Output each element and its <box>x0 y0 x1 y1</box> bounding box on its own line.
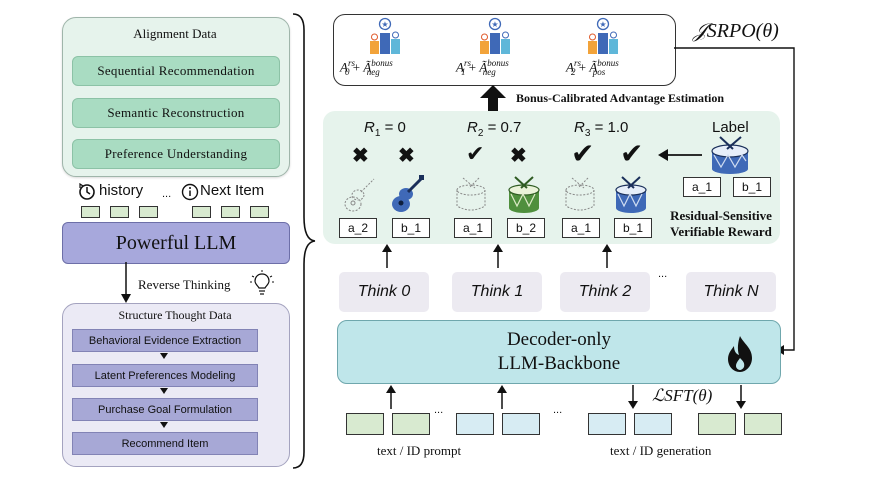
generation-token <box>588 413 626 435</box>
prompt-caption: text / ID prompt <box>377 443 462 458</box>
podium-icon: ★ <box>480 17 510 54</box>
think-2-box: Think 2 <box>560 272 650 312</box>
cross-mark: ✖ <box>398 145 415 167</box>
generation-caption: text / ID generation <box>610 443 712 458</box>
candidate-label: a_2 <box>339 218 377 238</box>
candidate-label: b_1 <box>614 218 652 238</box>
flow-arrow <box>160 422 168 428</box>
candidate-label: a_1 <box>454 218 492 238</box>
history-token <box>110 206 129 218</box>
svg-text:★: ★ <box>491 20 498 29</box>
think-1-box: Think 1 <box>452 272 542 312</box>
generation-token <box>744 413 782 435</box>
info-icon <box>181 183 199 201</box>
cross-mark: ✖ <box>352 145 369 167</box>
next-item-token <box>192 206 211 218</box>
reverse-thinking-arrow <box>121 262 131 303</box>
up-arrow <box>602 244 612 268</box>
guitar-blue-icon <box>392 175 424 212</box>
sft-loss: ℒSFT(θ) <box>652 386 713 405</box>
prompt-token <box>392 413 430 435</box>
drum-outline-icon <box>565 177 595 211</box>
candidate-label: b_2 <box>507 218 545 238</box>
curly-brace <box>292 13 316 469</box>
powerful-llm-box: Powerful LLM <box>62 222 290 264</box>
drum-green-icon <box>508 176 540 213</box>
next-item-label: Next Item <box>200 182 265 199</box>
reverse-thinking-label: Reverse Thinking <box>138 277 231 292</box>
alignment-data-title: Alignment Data <box>133 26 217 41</box>
purchase-goal-box: Purchase Goal Formulation <box>72 398 258 421</box>
label-drum-icon <box>711 136 749 174</box>
prompt-token <box>502 413 540 435</box>
advantage-formula-1: Ars1 + Ãbonusneg <box>456 58 509 77</box>
up-arrow <box>493 244 503 268</box>
think-ellipsis: ... <box>658 268 668 280</box>
up-arrow <box>497 385 507 409</box>
flow-arrow <box>160 388 168 394</box>
ground-truth-label: b_1 <box>733 177 771 197</box>
svg-text:★: ★ <box>599 20 606 29</box>
preference-understanding-box: Preference Understanding <box>72 139 280 169</box>
generation-token <box>698 413 736 435</box>
up-arrow <box>386 385 396 409</box>
recommend-item-box: Recommend Item <box>72 432 258 455</box>
sequential-recommendation-box: Sequential Recommendation <box>72 56 280 86</box>
candidate-label: a_1 <box>562 218 600 238</box>
label-title: Label <box>712 119 749 136</box>
bonus-calibrated-caption: Bonus-Calibrated Advantage Estimation <box>516 91 725 105</box>
reward-r1: R1 = 0 <box>364 119 406 139</box>
history-clock-icon <box>79 183 95 200</box>
srpo-objective: 𝒥SRPO(θ) <box>693 20 779 42</box>
drum-blue-icon <box>615 176 647 213</box>
label-compare-arrow <box>658 149 702 161</box>
history-token <box>139 206 158 218</box>
latent-preferences-box: Latent Preferences Modeling <box>72 364 258 387</box>
advantage-formula-2: Ars2 + Ãbonuspos <box>566 58 619 77</box>
next-item-token <box>221 206 240 218</box>
guitar-outline-icon <box>344 178 375 212</box>
think-0-box: Think 0 <box>339 272 429 312</box>
down-arrow <box>628 385 638 409</box>
semantic-reconstruction-box: Semantic Reconstruction <box>72 98 280 128</box>
generation-token <box>634 413 672 435</box>
up-arrow <box>382 244 392 268</box>
next-item-token <box>250 206 269 218</box>
candidate-label: b_1 <box>392 218 430 238</box>
flow-arrow <box>160 353 168 359</box>
history-label: history <box>99 182 144 199</box>
check-mark: ✔ <box>571 138 595 169</box>
cross-mark: ✖ <box>510 145 527 167</box>
prompt-token <box>346 413 384 435</box>
podium-icon: ★ <box>588 17 618 54</box>
think-n-box: Think N <box>686 272 776 312</box>
structure-thought-title: Structure Thought Data <box>118 308 232 322</box>
history-ellipsis: ... <box>162 188 172 200</box>
podium-icon: ★ <box>370 17 400 54</box>
behavioral-evidence-box: Behavioral Evidence Extraction <box>72 329 258 352</box>
prompt-token <box>456 413 494 435</box>
reward-r2: R2 = 0.7 <box>467 119 522 139</box>
advantage-formula-0: Ars0 + Ãbonusneg <box>340 58 393 77</box>
generation-ellipsis: ... <box>553 404 563 416</box>
history-token <box>81 206 100 218</box>
ground-truth-label: a_1 <box>683 177 721 197</box>
down-arrow <box>736 385 746 409</box>
prompt-ellipsis: ... <box>434 404 444 416</box>
check-mark: ✔ <box>466 141 485 166</box>
drum-outline-icon <box>456 177 486 211</box>
check-mark: ✔ <box>620 138 644 169</box>
advantage-up-arrow <box>480 85 506 112</box>
lightbulb-icon <box>250 270 274 295</box>
reward-r3: R3 = 1.0 <box>574 119 629 139</box>
svg-text:★: ★ <box>381 20 388 29</box>
flame-icon <box>728 336 752 372</box>
